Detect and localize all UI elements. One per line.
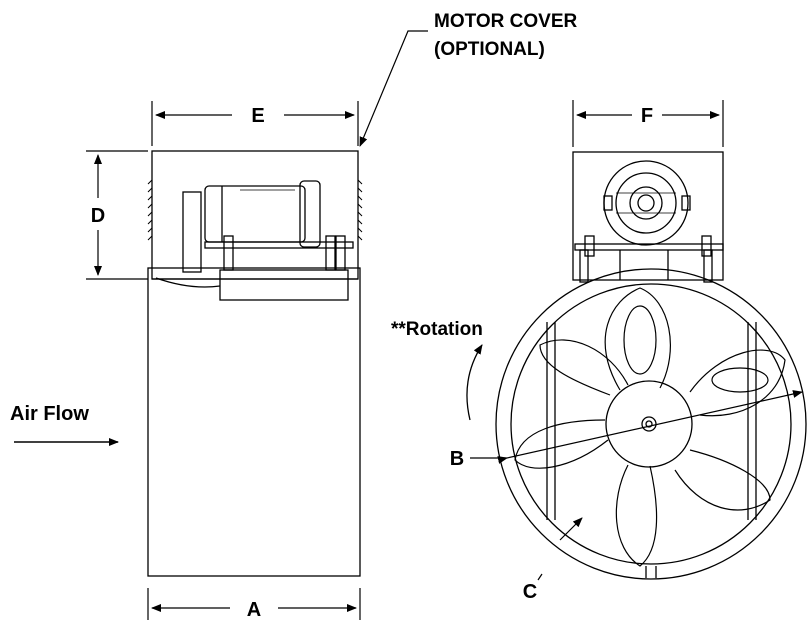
- dim-b: [470, 390, 803, 464]
- dim-f-label: F: [641, 105, 653, 127]
- rotation-label: **Rotation: [391, 319, 483, 340]
- dim-e: [151, 101, 359, 146]
- dim-c: [537, 517, 583, 581]
- mount-bolts: [223, 235, 346, 271]
- front-cover-outline: [572, 151, 724, 281]
- duct-body: [147, 267, 361, 577]
- dim-a: [147, 588, 361, 620]
- dim-e-label: E: [251, 105, 264, 127]
- motor-cover-label-line2: (OPTIONAL): [434, 39, 545, 60]
- motor-base: [219, 269, 349, 301]
- dim-d: [86, 150, 148, 280]
- dim-f: [572, 100, 724, 147]
- side-view: [147, 150, 363, 577]
- dim-d-label: D: [91, 205, 105, 227]
- belt-guard: [182, 191, 202, 273]
- dim-c-label: C: [523, 581, 537, 603]
- dim-b-label: B: [450, 448, 464, 470]
- side-motor: [204, 185, 306, 243]
- fan-hub: [605, 380, 693, 468]
- motor-cover-leader: [359, 30, 428, 147]
- front-view: [495, 151, 807, 580]
- cover-vents: [147, 179, 363, 241]
- rotation-arrow: [466, 344, 483, 421]
- motor-cover-label-line1: MOTOR COVER: [434, 11, 577, 32]
- fan-housing-ring: [495, 268, 807, 580]
- dim-a-label: A: [247, 599, 261, 621]
- air-flow-label: Air Flow: [10, 403, 89, 425]
